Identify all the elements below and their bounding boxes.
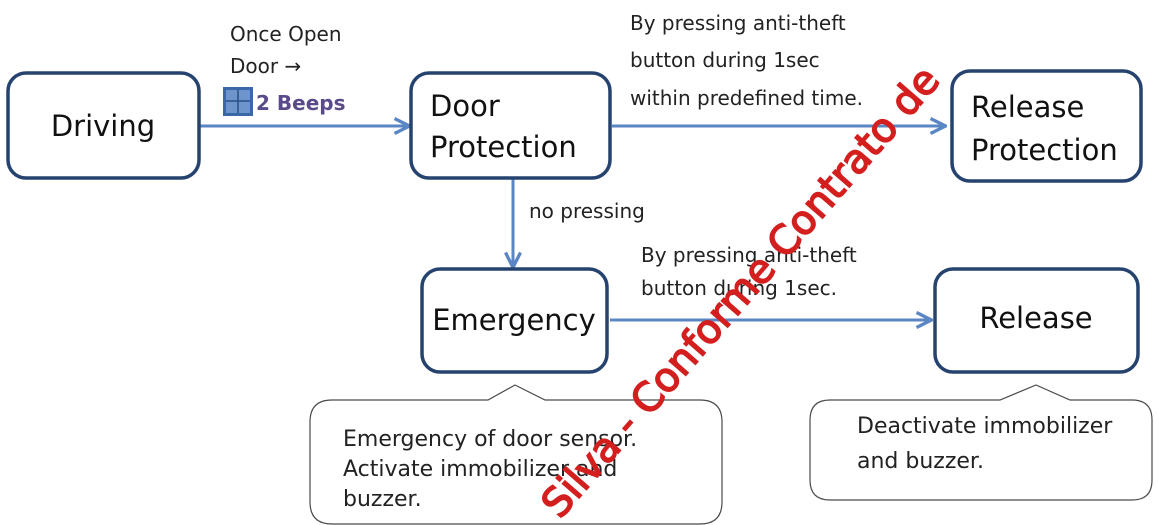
edge-label-once-open-line-2: Door →	[230, 54, 301, 78]
edge-label-release-protection-line-3: within predefined time.	[630, 86, 863, 110]
edge-label-release-line-1: By pressing anti-theft	[641, 243, 857, 267]
edge-label-no-pressing: no pressing	[529, 199, 645, 223]
edge-label-release-line-2: button during 1sec.	[641, 276, 837, 300]
node-door-protection-label-line-2: Protection	[430, 130, 577, 164]
callout-release-note-line-1: Deactivate immobilizer	[857, 414, 1113, 439]
edge-label-release-protection-line-1: By pressing anti-theft	[630, 11, 846, 35]
beep-icon	[223, 87, 253, 116]
node-emergency: Emergency	[420, 267, 609, 374]
node-release-label: Release	[979, 301, 1092, 335]
node-release-protection-label-line-2: Protection	[971, 133, 1118, 167]
node-release-protection-label-line-1: Release	[971, 90, 1084, 124]
node-door-protection: Door Protection	[409, 71, 612, 180]
node-door-protection-label-line-1: Door	[430, 89, 500, 123]
callout-emergency-note-line-2: Activate immobilizer and	[343, 457, 617, 482]
node-release: Release	[933, 267, 1140, 374]
callout-release-note-line-2: and buzzer.	[857, 449, 984, 474]
callout-emergency-note: Emergency of door sensor. Activate immob…	[309, 384, 723, 525]
node-driving: Driving	[6, 71, 201, 180]
edge-label-once-open-line-1: Once Open	[230, 22, 342, 46]
node-release-protection: Release Protection	[950, 69, 1143, 183]
node-driving-label: Driving	[51, 109, 155, 143]
node-emergency-label: Emergency	[432, 303, 596, 337]
callout-emergency-note-line-3: buzzer.	[343, 487, 422, 512]
callout-emergency-note-line-1: Emergency of door sensor.	[343, 427, 637, 452]
callout-release-note: Deactivate immobilizer and buzzer.	[809, 384, 1153, 501]
edge-label-beeps: 2 Beeps	[256, 91, 345, 115]
edge-label-release-protection-line-2: button during 1sec	[630, 48, 820, 72]
